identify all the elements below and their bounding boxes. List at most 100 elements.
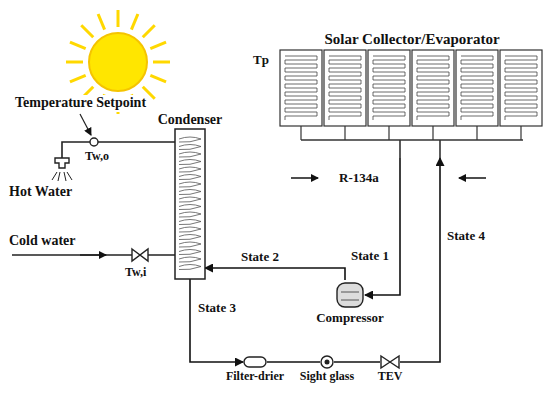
state-label: State 2 xyxy=(240,249,280,265)
collector-panel-symbol xyxy=(276,48,548,158)
collector-panel xyxy=(456,50,498,126)
serpentine-tube xyxy=(285,56,317,120)
sight-glass-drawing xyxy=(320,355,334,369)
coil-turn xyxy=(179,219,201,224)
node-label: Compressor xyxy=(310,310,390,326)
sun-ray xyxy=(153,61,170,64)
node-label: Sight glass xyxy=(295,369,359,383)
condenser-drawing xyxy=(175,129,205,279)
sight-glass: Sight glass xyxy=(295,355,359,383)
serpentine-tube xyxy=(373,56,405,120)
node-label: Solar Collector/Evaporator xyxy=(276,30,548,48)
compressor-band xyxy=(341,300,359,301)
coil-turn xyxy=(179,212,201,217)
coil-turn xyxy=(179,137,201,142)
collector-panel xyxy=(412,50,454,126)
annotation: Tw,i xyxy=(124,265,147,279)
state-label: State 3 xyxy=(197,300,237,316)
riser xyxy=(476,126,477,140)
annotation: R-134a xyxy=(338,170,380,186)
coil-turn xyxy=(179,152,201,157)
refrigerant-line xyxy=(205,268,345,280)
collector-panel: Solar Collector/Evaporator xyxy=(276,30,548,158)
compressor-band xyxy=(341,292,359,293)
sun-ray xyxy=(117,10,120,27)
sun-ray xyxy=(98,14,105,30)
refrigerant-line xyxy=(267,361,320,363)
coil-turn xyxy=(179,189,201,194)
annotation: Temperature Setpoint xyxy=(14,95,147,112)
riser xyxy=(520,126,521,140)
sun-ray xyxy=(143,25,155,37)
sun-ray xyxy=(70,42,86,49)
coil-turn xyxy=(179,204,201,209)
coil-turn xyxy=(179,159,201,164)
manifold xyxy=(301,139,523,141)
sun-ray xyxy=(81,25,93,37)
water-piping xyxy=(12,114,486,255)
temperature-sensor xyxy=(90,138,98,146)
coil-turn xyxy=(179,182,201,187)
riser xyxy=(432,126,433,140)
filter-body xyxy=(244,357,266,367)
filter-drier-drawing xyxy=(243,355,267,369)
refrigerant-line xyxy=(190,279,243,362)
condenser-tank xyxy=(175,129,205,279)
collector-panel-drawing xyxy=(276,48,548,158)
node-label: Filter-drier xyxy=(220,369,290,383)
collector-panel xyxy=(500,50,542,126)
coil-turn xyxy=(179,174,201,179)
sight-glass-symbol xyxy=(320,355,334,369)
coil-turn xyxy=(179,264,201,269)
coil-turn xyxy=(179,257,201,262)
compressor-symbol xyxy=(335,280,365,310)
riser xyxy=(344,126,345,140)
condenser-symbol xyxy=(175,129,205,279)
valve-body xyxy=(381,356,399,368)
refrigerant-line xyxy=(400,158,440,362)
serpentine-tube xyxy=(505,56,537,120)
annotation: Cold water xyxy=(8,233,77,250)
collector-panel xyxy=(280,50,322,126)
coil-turn xyxy=(179,144,201,149)
annotation: Tp xyxy=(252,52,270,68)
serpentine-tube xyxy=(461,56,493,120)
expansion-valve: TEV xyxy=(365,355,415,383)
expansion-valve-symbol xyxy=(380,355,400,369)
expansion-valve-drawing xyxy=(380,355,400,369)
coil-turn xyxy=(179,234,201,239)
coil-turn xyxy=(179,167,201,172)
coil-turn xyxy=(179,197,201,202)
state-label: State 1 xyxy=(350,248,390,264)
cold-water-valve xyxy=(132,249,148,261)
node-label: TEV xyxy=(365,369,415,383)
sun-ray xyxy=(66,61,83,64)
collector-panel xyxy=(368,50,410,126)
filter-drier-symbol xyxy=(243,355,267,369)
coil-turn xyxy=(179,249,201,254)
filter-drier: Filter-drier xyxy=(220,355,290,383)
refrigerant-line xyxy=(334,361,380,363)
coil-turn xyxy=(179,227,201,232)
riser xyxy=(300,126,301,140)
compressor-drawing xyxy=(335,280,365,310)
node-label: Condenser xyxy=(150,112,230,129)
collector-panel xyxy=(324,50,366,126)
sight-glass-window xyxy=(325,360,330,365)
annotation: Tw,o xyxy=(84,149,110,163)
compressor-body xyxy=(337,283,363,307)
serpentine-tube xyxy=(329,56,361,120)
inlet-pipe xyxy=(439,140,441,158)
sight-glass-ring xyxy=(321,356,333,368)
compressor: Compressor xyxy=(310,280,390,326)
outlet-pipe xyxy=(399,140,401,158)
coil-turn xyxy=(179,242,201,247)
sun-ray xyxy=(150,75,166,82)
sun-ray xyxy=(150,42,166,49)
annotation: Hot Water xyxy=(8,184,73,201)
sun-ray xyxy=(131,14,138,30)
serpentine-tube xyxy=(417,56,449,120)
faucet xyxy=(52,158,72,181)
condenser: Condenser xyxy=(150,112,230,279)
